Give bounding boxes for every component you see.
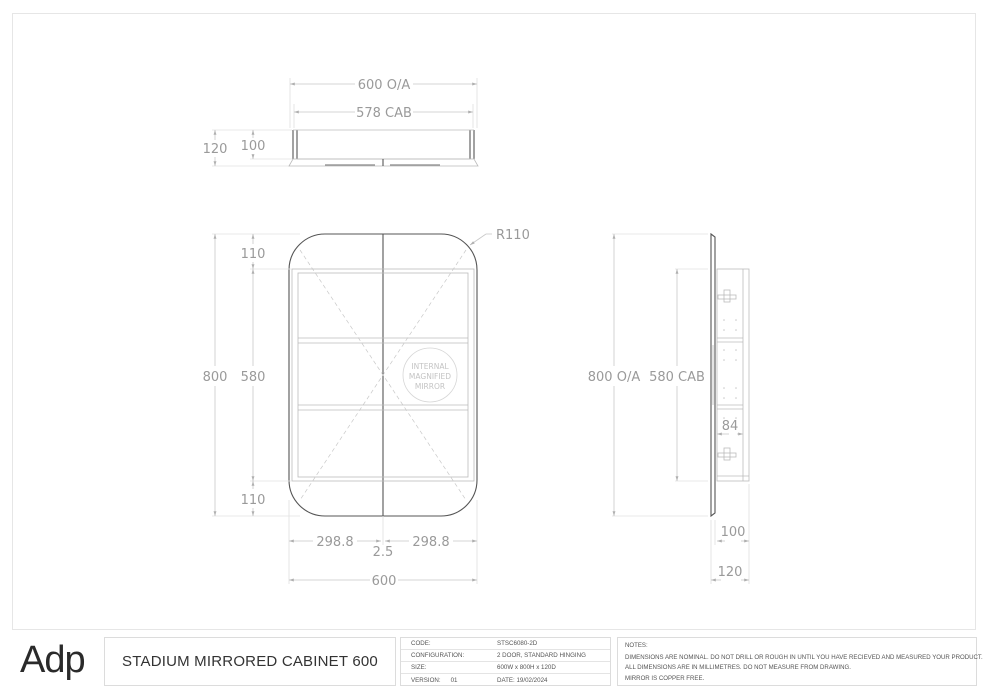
note-line: DIMENSIONS ARE NOMINAL. DO NOT DRILL OR …	[625, 653, 983, 661]
side-cabinet-depth-label: 100	[721, 525, 746, 540]
configuration-label: CONFIGURATION:	[411, 652, 465, 659]
side-overall-depth-label: 120	[718, 565, 743, 580]
info-row-configuration: CONFIGURATION: 2 DOOR, STANDARD HINGING	[401, 650, 610, 662]
product-info-table: CODE: STSC6080-2D CONFIGURATION: 2 DOOR,…	[400, 637, 611, 686]
brand-logo: Adp	[20, 639, 86, 681]
radius-label: R110	[496, 228, 530, 243]
top-overall-depth-label: 120	[203, 142, 228, 157]
notes-box: NOTES: DIMENSIONS ARE NOMINAL. DO NOT DR…	[617, 637, 983, 686]
info-row-version: VERSION: 01 DATE: 19/02/2024	[401, 674, 610, 686]
top-cabinet-depth-label: 100	[241, 139, 266, 154]
door-gap-label: 2.5	[373, 545, 394, 560]
version-label: VERSION:	[411, 676, 441, 684]
front-overall-height-label: 800	[203, 370, 228, 385]
notes-heading: NOTES:	[625, 642, 648, 649]
code-label: CODE:	[411, 640, 431, 647]
date-value: DATE: 19/02/2024	[497, 676, 548, 684]
drawing-sheet-border	[12, 13, 976, 630]
top-overall-width-label: 600 O/A	[358, 78, 411, 93]
info-row-size: SIZE: 600W x 800H x 120D	[401, 662, 610, 674]
front-top-corner-label: 110	[241, 247, 266, 262]
technical-drawing: 600 O/A 578 CAB 120 100	[203, 78, 750, 589]
product-title: STADIUM MIRRORED CABINET 600	[104, 637, 396, 686]
door-right-width-label: 298.8	[412, 535, 449, 550]
door-left-width-label: 298.8	[316, 535, 353, 550]
configuration-value: 2 DOOR, STANDARD HINGING	[497, 652, 586, 659]
top-view: 600 O/A 578 CAB 120 100	[203, 78, 479, 167]
side-internal-depth-label: 84	[722, 419, 739, 434]
info-row-code: CODE: STSC6080-2D	[401, 638, 610, 650]
mirror-label-line1: INTERNAL	[411, 362, 449, 371]
code-value: STSC6080-2D	[497, 640, 538, 647]
size-label: SIZE:	[411, 664, 427, 671]
mirror-label-line2: MAGNIFIED	[409, 372, 451, 381]
front-middle-label: 580	[241, 370, 266, 385]
side-overall-height-label: 800 O/A	[588, 370, 641, 385]
front-overall-width-label: 600	[372, 574, 397, 589]
note-line: ALL DIMENSIONS ARE IN MILLIMETRES. DO NO…	[625, 664, 851, 671]
side-cabinet-height-label: 580 CAB	[649, 370, 705, 385]
mirror-label-line3: MIRROR	[415, 382, 445, 391]
version-cell: VERSION: 01	[411, 677, 497, 684]
size-value: 600W x 800H x 120D	[497, 664, 556, 671]
front-view: INTERNAL MAGNIFIED MIRROR R110 800 110 5…	[203, 228, 530, 589]
note-line: MIRROR IS COPPER FREE.	[625, 674, 705, 682]
top-cabinet-width-label: 578 CAB	[356, 106, 412, 121]
side-view: 84 800 O/A 580 CAB 100 120	[588, 232, 750, 584]
front-bottom-corner-label: 110	[241, 493, 266, 508]
version-value: 01	[450, 676, 458, 684]
